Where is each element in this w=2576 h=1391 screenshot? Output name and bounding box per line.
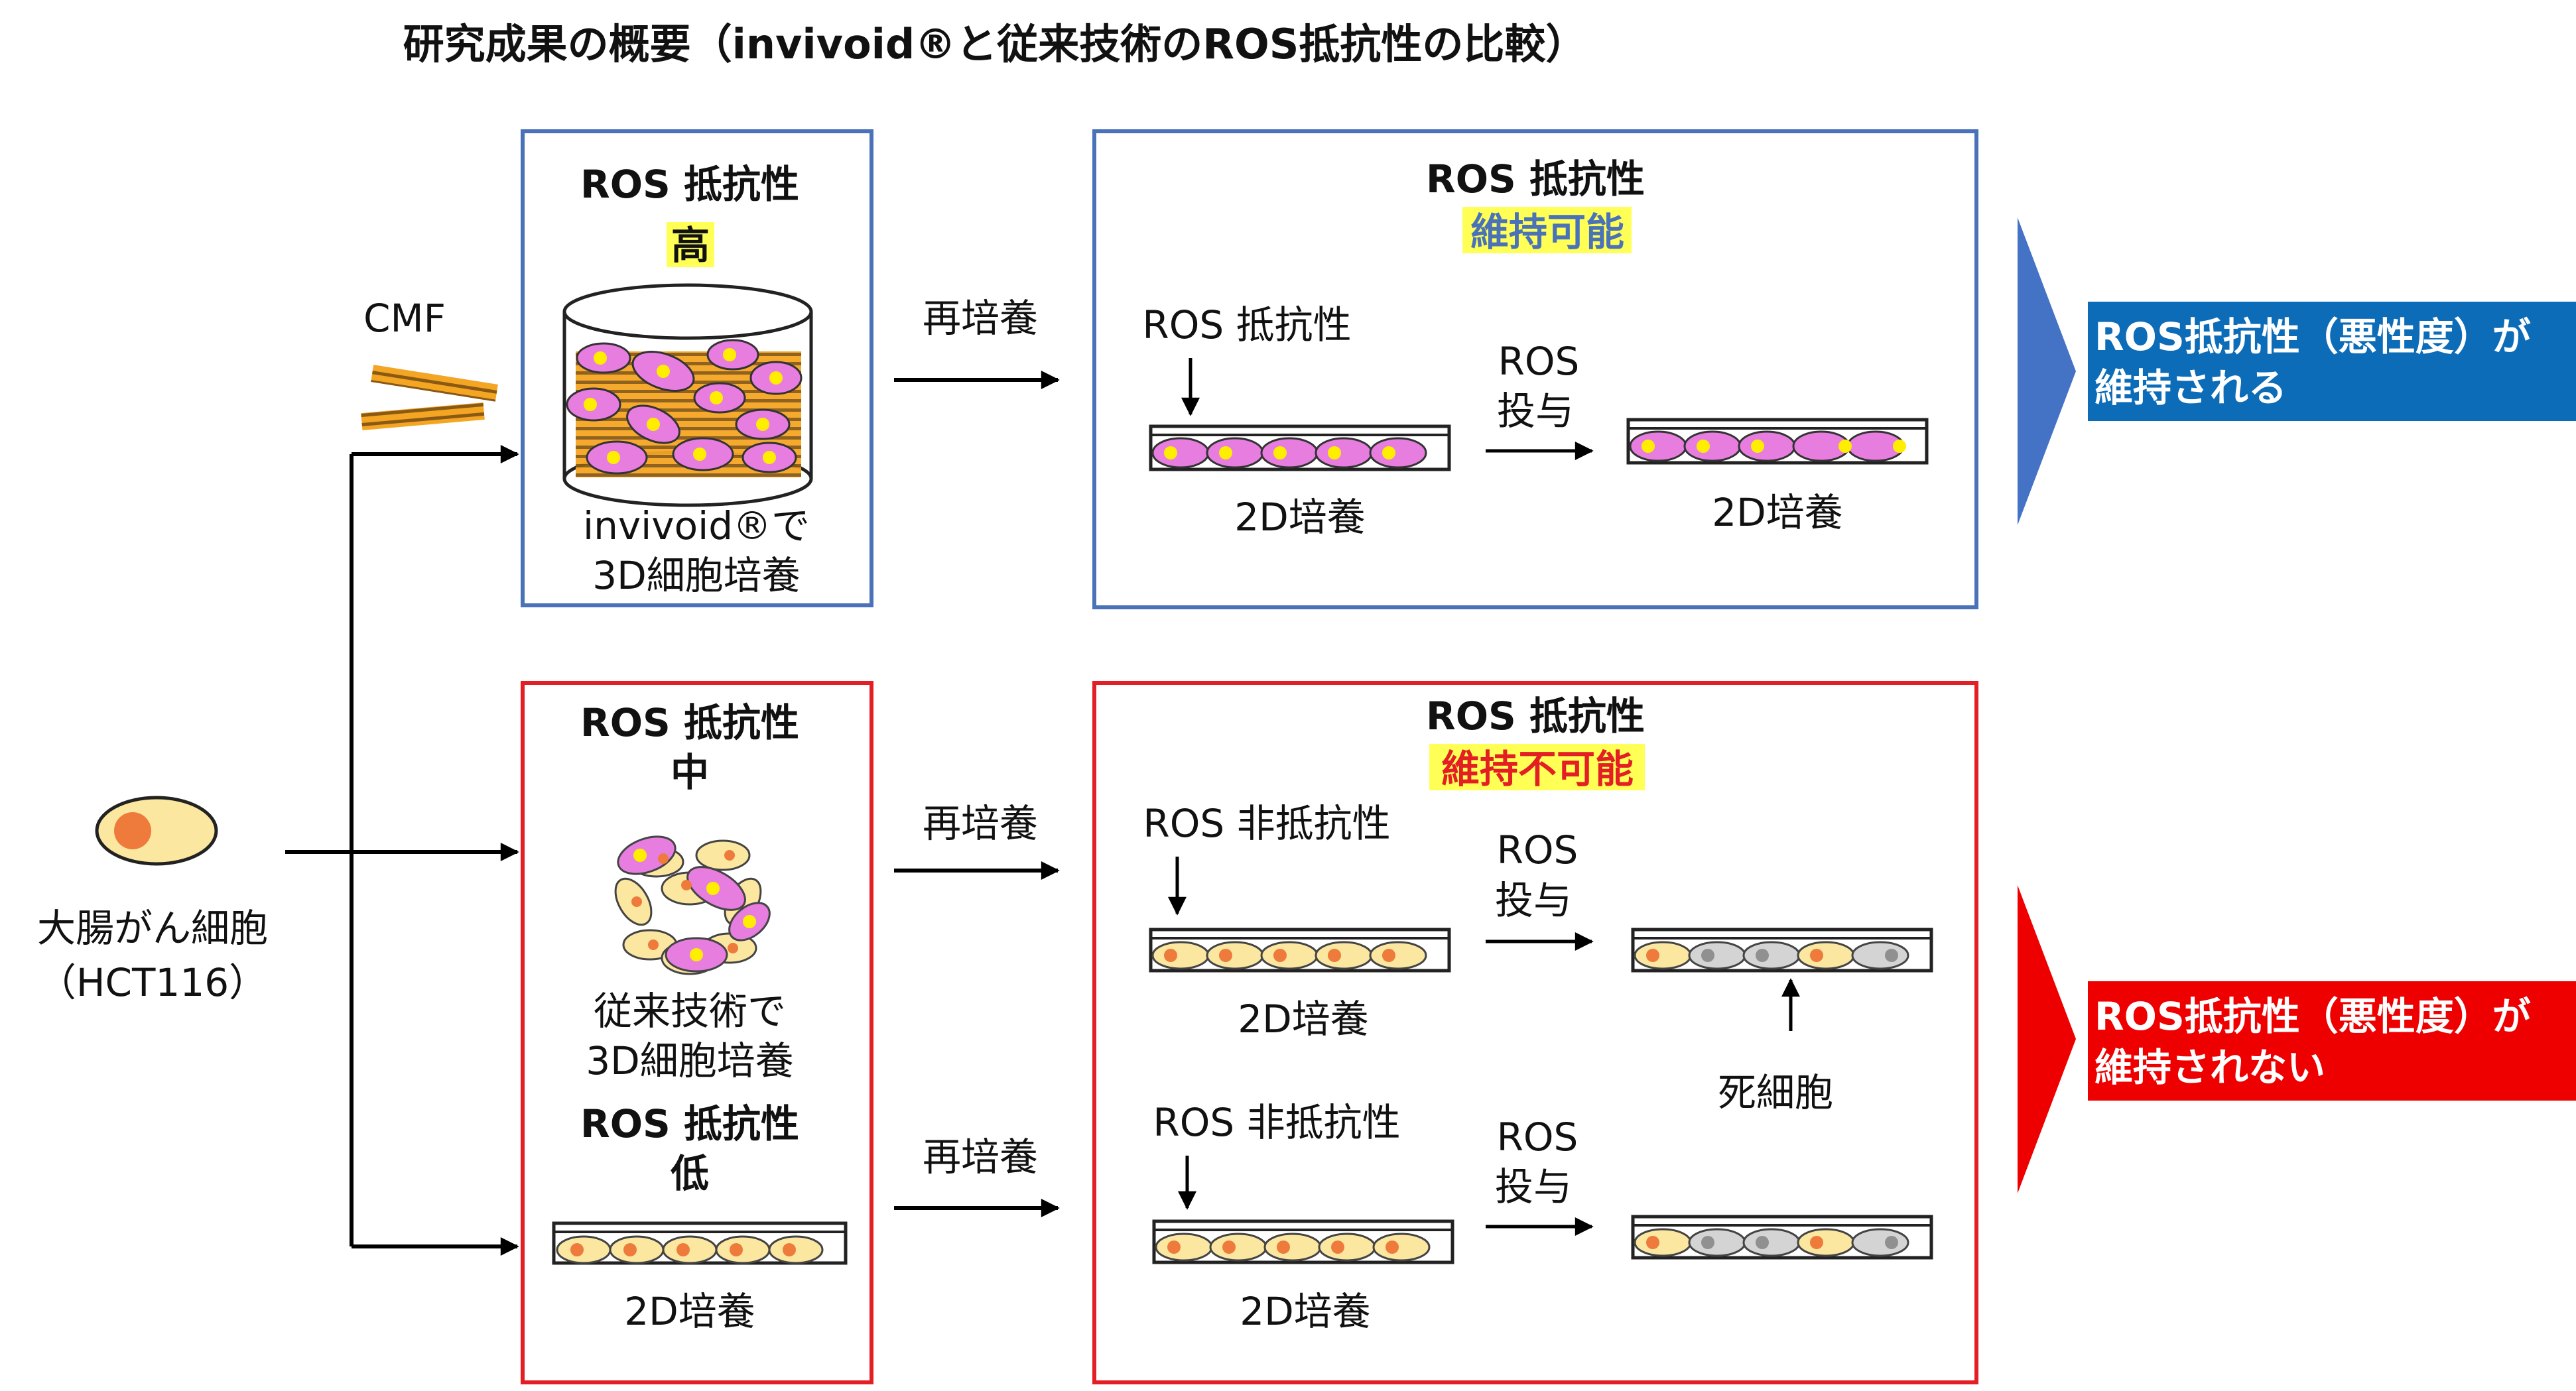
- cancer-cell-icon: [95, 796, 218, 866]
- box-d-status-highlight: [1462, 207, 1632, 253]
- dead-cell-label: 死細胞: [1718, 1070, 1833, 1115]
- page-title: 研究成果の概要（invivoid®と従来技術のROS抵抗性の比較）: [403, 20, 1587, 68]
- reculture-label-1: 再培養: [923, 296, 1038, 341]
- box-d-small-label: ROS 抵抗性: [1142, 302, 1351, 347]
- cmf-fiber-icon: [361, 365, 498, 430]
- box-c-level: 低: [671, 1151, 709, 1196]
- box-a-level: 高: [671, 223, 710, 268]
- box-not-maintainable: [1092, 681, 1978, 1384]
- cancer-cell-label: 大腸がん細胞: [37, 906, 268, 951]
- box-a-level-highlight: [667, 222, 714, 267]
- box-conventional: [521, 681, 873, 1384]
- box-maintainable: [1092, 129, 1978, 609]
- box-b-level: 中: [671, 750, 709, 795]
- box-e-row2-label: ROS 非抵抗性: [1153, 1100, 1400, 1145]
- reculture-label-2: 再培養: [923, 801, 1038, 846]
- box-e-ros-label: ROS 抵抗性: [1426, 694, 1645, 739]
- box-e-dosing-2b: 投与: [1495, 1164, 1572, 1209]
- box-e-row1-dish-left: [1149, 928, 1451, 973]
- result-top-line-2: 維持される: [2094, 365, 2287, 410]
- box-e-culture-1: 2D培養: [1238, 997, 1369, 1042]
- box-e-dosing-1b: 投与: [1495, 878, 1572, 923]
- result-box-top: [2088, 302, 2576, 421]
- box-e-dosing-1a: ROS: [1497, 827, 1578, 873]
- invivoid-dish-icon: [562, 283, 813, 507]
- box-invivoid: [521, 129, 873, 607]
- box-a-caption-1: invivoid®で: [583, 503, 810, 548]
- result-box-bottom: [2088, 981, 2576, 1101]
- box-e-status-highlight: [1429, 744, 1645, 790]
- box-b-caption-2: 3D細胞培養: [586, 1038, 794, 1083]
- box-c-caption: 2D培養: [624, 1289, 755, 1334]
- box-c-dish-icon: [552, 1221, 848, 1265]
- spheroid-nuclei: [631, 849, 756, 961]
- box-a-ros-label: ROS 抵抗性: [580, 162, 799, 207]
- box-e-row1-label: ROS 非抵抗性: [1143, 801, 1390, 846]
- box-e-culture-2: 2D培養: [1240, 1289, 1371, 1334]
- box-d-dish-right: [1626, 418, 1929, 465]
- box-e-dosing-2a: ROS: [1497, 1115, 1578, 1160]
- reculture-label-3: 再培養: [923, 1134, 1038, 1179]
- branch-arrows: [285, 445, 519, 1256]
- result-top-line-1: ROS抵抗性（悪性度）が: [2094, 314, 2531, 359]
- result-arrow-bottom: [2018, 885, 2076, 1193]
- box-e-row1-dish-right: [1631, 928, 1933, 973]
- box-e-status: 維持不可能: [1441, 747, 1634, 792]
- box-d-culture-left: 2D培養: [1234, 495, 1366, 540]
- box-d-ros-label: ROS 抵抗性: [1426, 156, 1645, 202]
- result-bottom-line-1: ROS抵抗性（悪性度）が: [2094, 994, 2531, 1039]
- box-e-row2-dish-left: [1152, 1219, 1454, 1264]
- box-d-culture-right: 2D培養: [1712, 490, 1843, 535]
- result-arrow-top: [2018, 217, 2076, 525]
- box-d-status: 維持可能: [1470, 210, 1624, 255]
- box-d-dish-left: [1149, 424, 1451, 471]
- cancer-cell-sublabel: （HCT116）: [38, 960, 267, 1005]
- box-e-row2-dish-right: [1631, 1215, 1933, 1260]
- box-c-ros-label: ROS 抵抗性: [580, 1101, 799, 1146]
- box-a-caption-2: 3D細胞培養: [592, 553, 801, 598]
- box-d-dosing-1: ROS: [1498, 339, 1580, 384]
- result-bottom-line-2: 維持されない: [2094, 1045, 2325, 1090]
- cmf-label: CMF: [363, 296, 446, 341]
- box-b-ros-label: ROS 抵抗性: [580, 700, 799, 745]
- box-d-dosing-2: 投与: [1497, 389, 1574, 434]
- box-b-caption-1: 従来技術で: [594, 989, 786, 1034]
